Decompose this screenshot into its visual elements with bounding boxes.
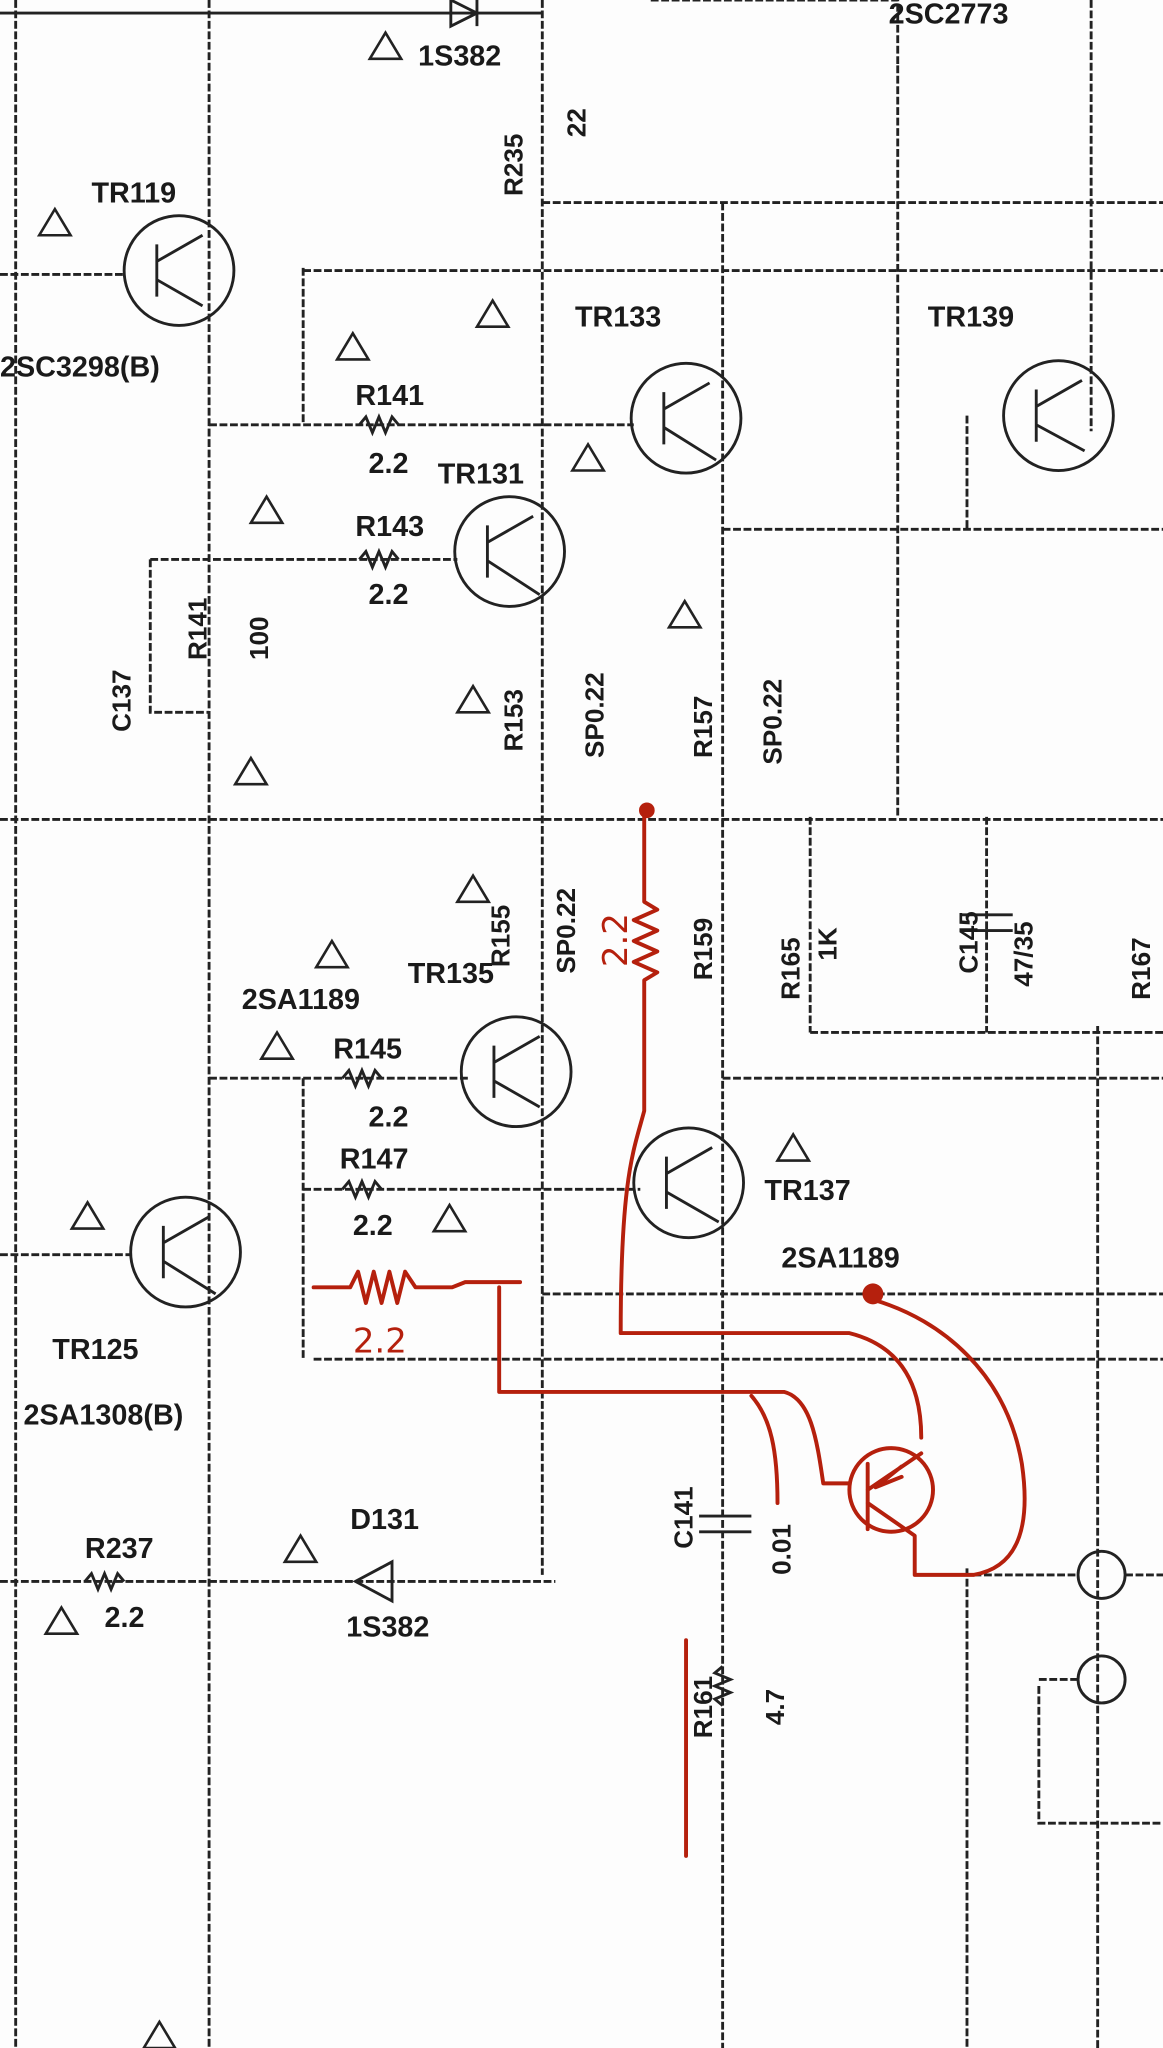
label: R141 (182, 598, 212, 660)
label: 1S382 (346, 1611, 429, 1643)
capacitor-c145 (960, 913, 1013, 932)
label: 2SC3298(B) (0, 351, 160, 383)
label: C141 (669, 1486, 699, 1548)
label: 2SA1308(B) (24, 1400, 184, 1432)
label: 22 (561, 108, 591, 137)
label: TR125 (52, 1334, 138, 1366)
label: TR133 (575, 302, 661, 334)
label: SP0.22 (757, 679, 787, 765)
resistors (83, 413, 735, 1707)
label: SP0.22 (580, 672, 610, 758)
label: TR119 (91, 178, 176, 210)
annotation-text: 2.2 (353, 1322, 407, 1362)
label: SP0.22 (551, 888, 581, 974)
label: TR137 (764, 1175, 850, 1207)
component-labels: 1S382 R235 22 2SC2773 TR119 2SC3298(B) T… (0, 0, 1156, 1738)
transistor-tr133 (629, 361, 743, 475)
transistor-tr119 (122, 214, 236, 327)
label: C137 (107, 669, 137, 731)
label: D131 (350, 1504, 419, 1536)
label: R147 (340, 1143, 409, 1175)
label: R167 (1126, 937, 1156, 999)
capacitor-c141 (699, 1514, 752, 1534)
label: 2.2 (369, 579, 409, 611)
label: 2.2 (353, 1210, 393, 1242)
label: R141 (355, 380, 424, 412)
diode-d131 (352, 1559, 394, 1604)
label: 100 (244, 616, 274, 660)
label: 4.7 (760, 1689, 790, 1725)
label: R237 (85, 1533, 154, 1565)
label: 2SC2773 (889, 0, 1009, 31)
red-annotations: 2.2 2.2 (311, 802, 1027, 1858)
label: 2.2 (105, 1602, 145, 1634)
transistor-tr135 (459, 1015, 573, 1129)
label: 1S382 (418, 40, 501, 72)
label: R157 (688, 696, 718, 758)
transistor-tr137 (632, 1126, 745, 1240)
label: 2SA1189 (242, 984, 360, 1016)
label: 2.2 (369, 448, 409, 480)
label: R159 (688, 918, 718, 980)
label: TR139 (928, 302, 1014, 334)
label: R155 (486, 905, 516, 967)
label: 47/35 (1008, 921, 1038, 986)
label: 2SA1189 (781, 1243, 899, 1275)
terminal-nodes (973, 1549, 1163, 1705)
annotation-text: 2.2 (596, 913, 636, 967)
warning-icon (36, 30, 812, 2048)
label: R145 (333, 1034, 402, 1066)
label: 1K (812, 927, 842, 961)
label: C145 (953, 911, 983, 973)
label: 0.01 (767, 1524, 797, 1575)
transistor-tr131 (453, 495, 566, 608)
label: R153 (499, 689, 529, 751)
label: TR135 (408, 958, 494, 990)
transistor-tr125 (129, 1195, 242, 1309)
label: 2.2 (369, 1102, 409, 1134)
label: R165 (776, 937, 806, 999)
diode-top (449, 0, 481, 29)
transistor-tr139 (1002, 359, 1115, 472)
label: R143 (355, 511, 424, 543)
label: R235 (499, 134, 529, 196)
label: TR131 (438, 459, 524, 491)
